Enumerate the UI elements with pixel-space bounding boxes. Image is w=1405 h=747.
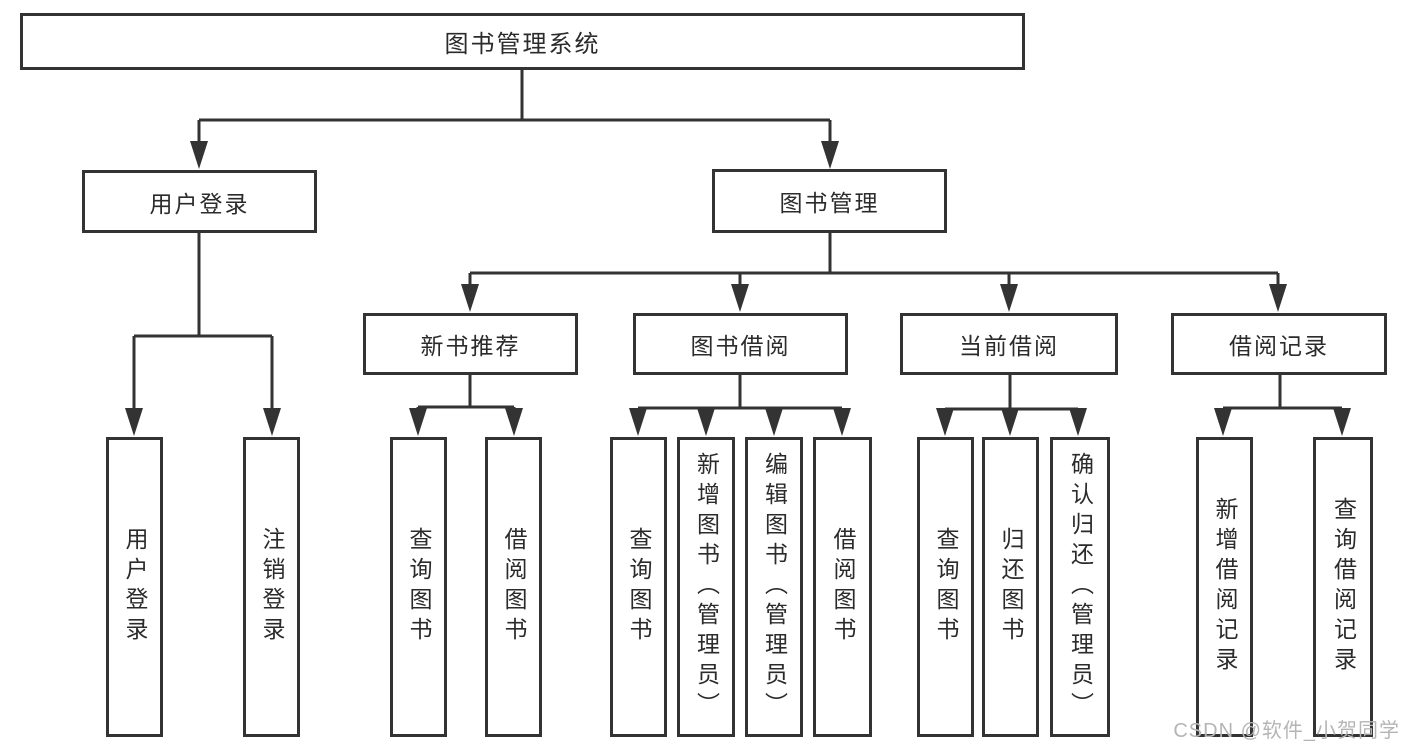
- leaf-logout: 注销登录: [243, 437, 300, 737]
- node-new-book-recommendation: 新书推荐: [363, 313, 578, 375]
- node-borrowing-records: 借阅记录: [1171, 313, 1387, 375]
- leaf-return-books: 归还图书: [982, 437, 1039, 737]
- node-book-management-branch: 图书管理: [712, 169, 947, 233]
- node-book-borrowing: 图书借阅: [633, 313, 848, 375]
- leaf-query-books-current: 查询图书: [917, 437, 974, 737]
- node-current-borrowing: 当前借阅: [900, 313, 1118, 375]
- leaf-add-borrow-record: 新增借阅记录: [1196, 437, 1253, 737]
- leaf-query-books-borrowing: 查询图书: [610, 437, 667, 737]
- leaf-confirm-return-admin: 确认归还（管理员）: [1050, 437, 1110, 737]
- node-user-login-branch: 用户登录: [82, 170, 317, 233]
- leaf-query-borrow-record: 查询借阅记录: [1313, 437, 1373, 737]
- leaf-add-books-admin: 新增图书（管理员）: [677, 437, 735, 737]
- arrowheads: [125, 141, 1351, 436]
- node-library-management-system: 图书管理系统: [20, 13, 1025, 70]
- watermark: CSDN @软件_小贺同学: [1173, 720, 1400, 742]
- leaf-borrow-books-borrowing: 借阅图书: [813, 437, 872, 737]
- leaf-borrow-books-recommend: 借阅图书: [485, 437, 542, 737]
- leaf-query-books-recommend: 查询图书: [390, 437, 447, 737]
- leaf-edit-books-admin: 编辑图书（管理员）: [745, 437, 803, 737]
- leaf-user-login: 用户登录: [106, 437, 163, 737]
